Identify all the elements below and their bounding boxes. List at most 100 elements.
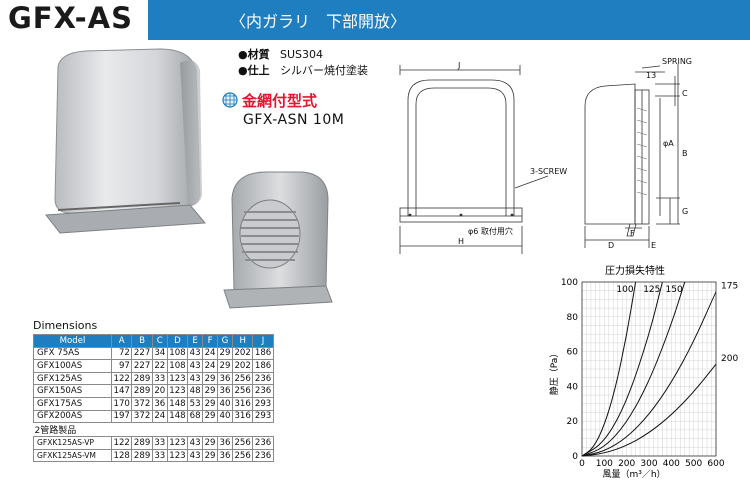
series-label-175: 175 [721,282,738,292]
value-cell: 170 [110,396,133,411]
dim-label-b: B [682,149,688,158]
plot-frame [581,281,717,457]
value-cell: 53 [187,396,204,411]
value-cell: 289 [131,371,153,386]
chart-x-label: 風量（m³／h） [602,469,665,480]
value-cell: 24 [151,409,168,424]
value-cell: 22 [151,359,168,373]
subtitle: 〈内ガラリ 下部開放〉 [230,12,407,31]
value-cell: 236 [252,436,274,450]
value-cell: 256 [231,436,254,450]
value-cell: 227 [131,346,153,361]
product-photo-hood [45,48,207,234]
value-cell: 236 [252,448,274,463]
value-cell: 147 [110,384,133,398]
value-cell: 289 [131,384,153,398]
value-cell: 29 [202,371,219,386]
technical-drawing: J 3-SCREW φ6 取付用穴 H 13 SPRING C φA B G F… [399,57,692,254]
mesh-grid-icon [222,92,238,108]
value-cell: 29 [202,384,219,398]
value-cell: 186 [252,359,274,373]
value-cell: 36 [217,384,233,398]
value-cell: 202 [231,359,254,373]
value-cell: 123 [166,448,189,463]
series-label-150: 150 [666,285,683,295]
value-cell: 293 [252,409,274,424]
x-tick-label: 400 [663,459,680,469]
subsection-row: 2管路製品 [34,423,274,437]
dim-label-j: J [457,61,460,70]
value-cell: 372 [131,409,153,424]
value-cell: 72 [110,346,133,361]
value-cell: 202 [231,346,254,361]
value-cell: 123 [166,384,189,398]
dim-label-d: D [608,241,614,250]
model-cell: GFXK125AS-VP [33,436,112,450]
dim-label-f: F [630,229,635,238]
title-box [0,0,148,40]
column-header: E [187,334,204,348]
x-tick-label: 0 [579,459,585,469]
value-cell: 24 [202,346,219,361]
model-cell: GFX200AS [33,409,112,424]
series-line-150 [581,281,686,457]
value-cell: 33 [151,436,168,450]
dim-label-c: C [682,89,688,98]
series-line-175 [581,291,717,457]
spec-finish: ●仕上シルバー焼付塗装 [238,64,368,77]
value-cell: 122 [110,436,133,450]
value-cell: 43 [187,346,204,361]
value-cell: 36 [217,371,233,386]
chart-title: 圧力損失特性 [605,264,665,277]
value-cell: 43 [187,359,204,373]
column-header: J [252,334,274,348]
value-cell: 48 [187,384,204,398]
x-tick-label: 200 [618,459,635,469]
value-cell: 289 [131,448,153,463]
value-cell: 108 [166,359,189,373]
dim-label-a: φA [663,139,674,148]
value-cell: 36 [217,436,233,450]
value-cell: 33 [151,448,168,463]
value-cell: 43 [187,448,204,463]
chart-series-group [581,281,717,457]
value-cell: 236 [252,384,274,398]
label-mount-hole: φ6 取付用穴 [468,226,513,236]
value-cell: 108 [166,346,189,361]
value-cell: 29 [217,346,233,361]
model-cell: GFX175AS [33,396,112,411]
value-cell: 128 [110,448,133,463]
value-cell: 36 [217,448,233,463]
series-label-200: 200 [721,354,738,364]
value-cell: 34 [151,346,168,361]
value-cell: 316 [231,396,254,411]
value-cell: 197 [110,409,133,424]
value-cell: 43 [187,436,204,450]
column-header: D [166,334,189,348]
dim-label-g: G [682,207,688,216]
value-cell: 256 [231,384,254,398]
product-photo-open [223,171,333,309]
x-tick-label: 600 [707,459,724,469]
model-title: GFX-AS [8,1,133,35]
value-cell: 122 [110,371,133,386]
value-cell: 123 [166,371,189,386]
value-cell: 29 [202,448,219,463]
dim-label-e: E [651,241,656,250]
value-cell: 24 [202,359,219,373]
value-cell: 36 [151,396,168,411]
value-cell: 316 [231,409,254,424]
column-header: Model [33,334,112,348]
model-cell: GFXK125AS-VM [33,448,112,463]
